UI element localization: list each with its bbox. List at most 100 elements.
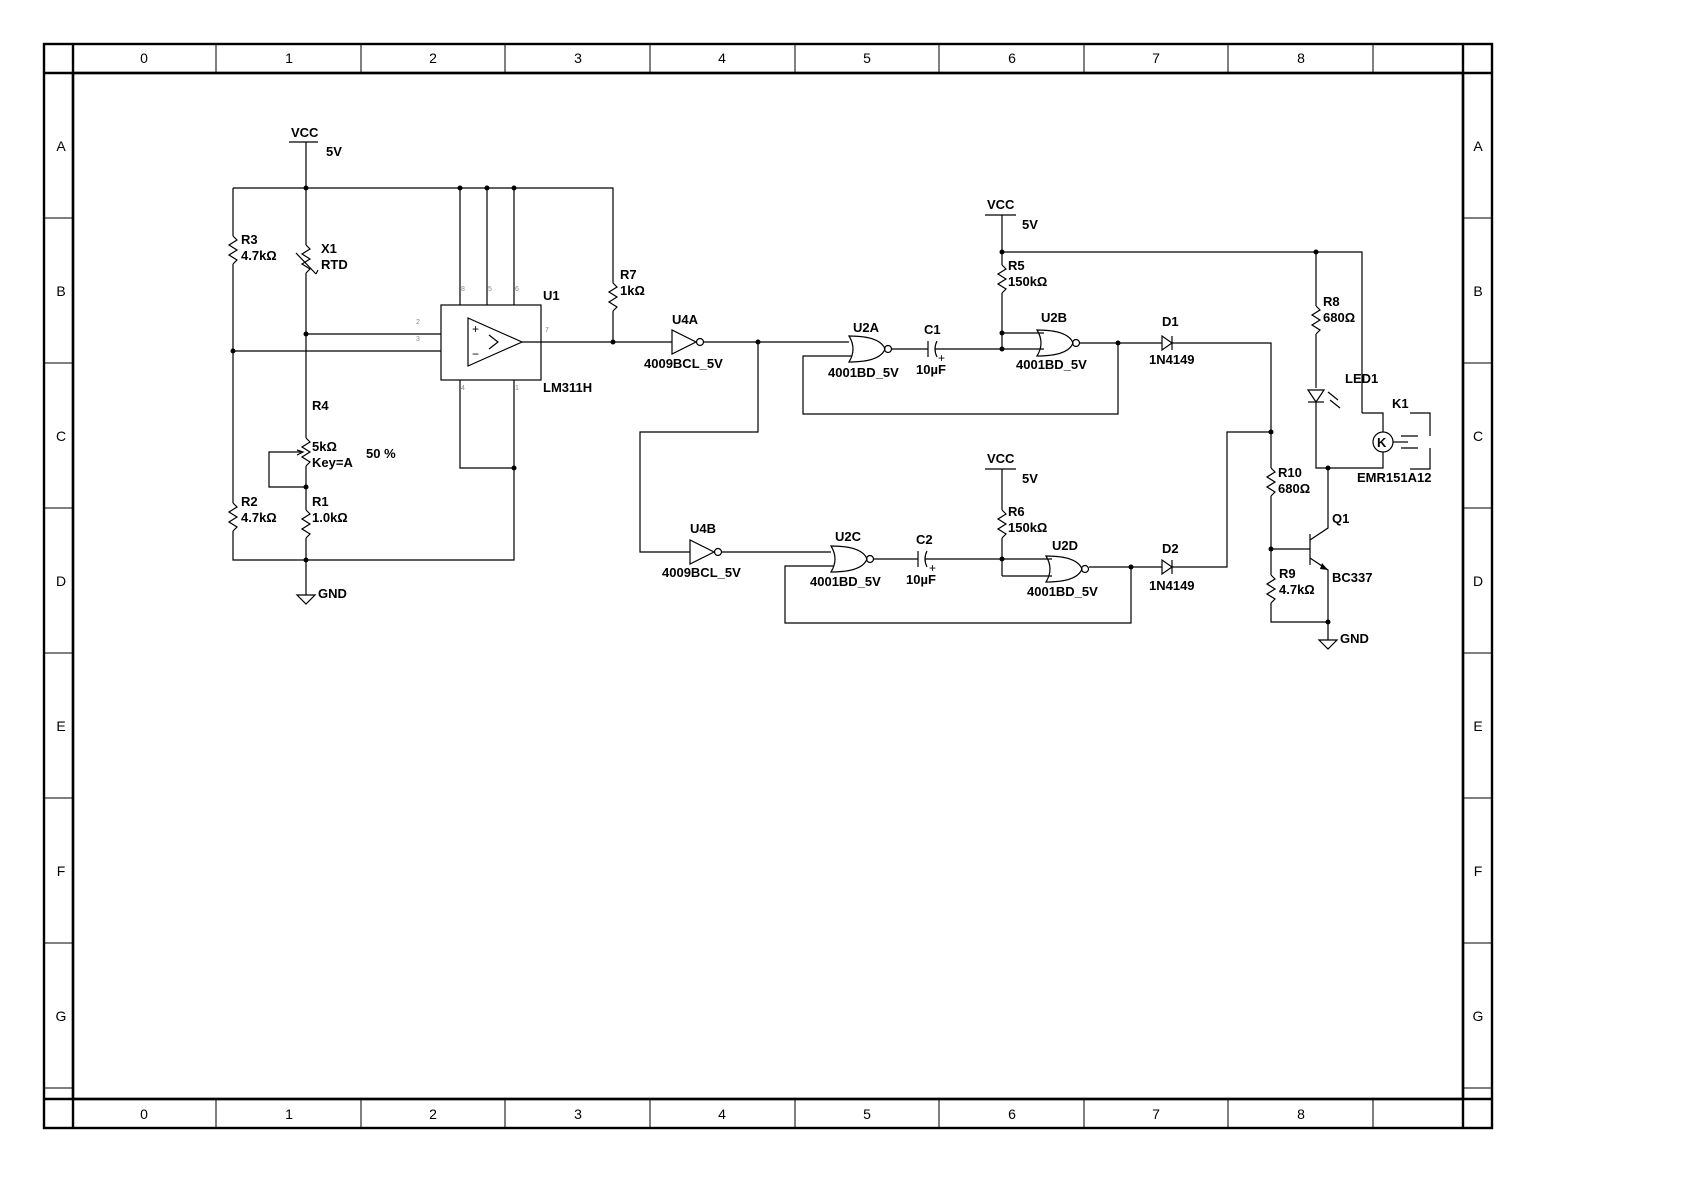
resistor-r2[interactable]: R2 4.7kΩ [227,494,277,532]
u1-pin: 5 [488,286,492,293]
u1-pin: 7 [545,327,549,334]
col-label: 4 [718,1106,726,1122]
diode-d2[interactable]: D2 1N4149 [1149,541,1195,593]
col-label: 6 [1008,50,1016,66]
u2b-ref: U2B [1041,310,1067,325]
row-label: C [56,428,66,444]
gnd1-symbol[interactable]: GND [295,586,347,605]
col-label: 0 [140,50,148,66]
k-letter: K [1377,435,1387,450]
wire-bottom-bus [232,468,515,561]
col-label: 5 [863,50,871,66]
u2c-ref: U2C [835,529,862,544]
r3-ref: R3 [241,232,258,247]
gnd2-symbol[interactable]: GND [1317,631,1369,650]
row-label: F [57,863,66,879]
col-label: 8 [1297,50,1305,66]
u1-pin: 3 [416,336,420,343]
wire [1315,402,1362,469]
capacitor-c2[interactable]: + C2 10µF [906,532,936,587]
r9-value: 4.7kΩ [1279,582,1315,597]
wire [459,380,515,469]
c1-ref: C1 [924,322,941,337]
q1-part: BC337 [1332,570,1372,585]
u2c-part: 4001BD_5V [810,574,881,589]
col-label: 3 [574,1106,582,1122]
u4a-part: 4009BCL_5V [644,356,723,371]
column-labels-top: 0 1 2 3 4 5 6 7 8 [140,50,1305,66]
c1-value: 10µF [916,362,946,377]
inverter-u4a[interactable]: U4A 4009BCL_5V [644,312,723,371]
u2b-part: 4001BD_5V [1016,357,1087,372]
col-label: 5 [863,1106,871,1122]
col-label: 1 [285,1106,293,1122]
u1-pin: 8 [461,286,465,293]
row-label: B [1473,283,1482,299]
led-led1[interactable]: LED1 [1306,371,1378,409]
row-label: B [56,283,65,299]
col-label: 7 [1152,50,1160,66]
vcc1-name: VCC [291,125,319,140]
r8-ref: R8 [1323,294,1340,309]
vcc1-value: 5V [326,144,342,159]
junction-dots [230,185,1331,625]
k1-part: EMR151A12 [1357,470,1431,485]
r7-value: 1kΩ [620,283,645,298]
comparator-u1[interactable]: + − 2 3 7 8 5 6 4 1 U1 LM311H [416,286,592,395]
u1-pin: 4 [461,385,465,392]
u2d-ref: U2D [1052,538,1078,553]
row-label: E [1473,718,1482,734]
vcc2-name: VCC [987,197,1015,212]
col-label: 2 [429,1106,437,1122]
u1-ref: U1 [543,288,560,303]
vcc3-name: VCC [987,451,1015,466]
r7-ref: R7 [620,267,637,282]
resistor-r1[interactable]: R1 1.0kΩ [300,494,348,539]
diode-d1[interactable]: D1 1N4149 [1149,314,1195,367]
r9-ref: R9 [1279,566,1296,581]
relay-k1[interactable]: K K1 EMR151A12 [1357,396,1431,485]
inverter-u4b[interactable]: U4B 4009BCL_5V [662,521,741,580]
vcc3-value: 5V [1022,471,1038,486]
wire-top-bus [233,187,614,283]
led1-ref: LED1 [1345,371,1378,386]
row-label: G [1473,1008,1484,1024]
nor-gate-u2a[interactable]: U2A 4001BD_5V [828,320,899,380]
r4-key: Key=A [312,455,353,470]
resistor-r6[interactable]: R6 150kΩ [996,504,1047,539]
resistor-r10[interactable]: R10 680Ω [1265,465,1310,497]
vcc3-symbol[interactable]: VCC 5V [985,451,1038,510]
r1-value: 1.0kΩ [312,510,348,525]
row-label: C [1473,428,1483,444]
transistor-q1[interactable]: Q1 BC337 [1309,468,1372,622]
resistor-r3[interactable]: R3 4.7kΩ [227,232,277,265]
potentiometer-r4[interactable]: R4 5kΩ Key=A 50 % [268,398,396,488]
vcc2-symbol[interactable]: VCC 5V [985,197,1038,265]
row-label: A [1473,138,1483,154]
wire-feedback-u2c [784,565,1132,624]
nor-gate-u2d[interactable]: U2D 4001BD_5V [1027,538,1098,599]
plus-sign: + [929,561,936,575]
resistor-r9[interactable]: R9 4.7kΩ [1265,566,1315,604]
r8-value: 680Ω [1323,310,1355,325]
vcc1-symbol[interactable]: VCC 5V [289,125,342,188]
d2-part: 1N4149 [1149,578,1195,593]
q1-ref: Q1 [1332,511,1349,526]
rtd-x1[interactable]: X1 RTD [295,241,348,275]
col-label: 7 [1152,1106,1160,1122]
row-labels-right: A B C D E F G [1473,138,1484,1024]
r6-value: 150kΩ [1008,520,1047,535]
r4-percent: 50 % [366,446,396,461]
x1-ref: X1 [321,241,337,256]
x1-value: RTD [321,257,348,272]
row-label: D [1473,573,1483,589]
u4b-ref: U4B [690,521,716,536]
vcc2-value: 5V [1022,217,1038,232]
nor-gate-u2b[interactable]: U2B 4001BD_5V [1016,310,1087,372]
resistor-r8[interactable]: R8 680Ω [1310,294,1355,335]
row-dividers [44,72,1492,1100]
r2-value: 4.7kΩ [241,510,277,525]
nor-gate-u2c[interactable]: U2C 4001BD_5V [810,529,881,589]
resistor-r5[interactable]: R5 150kΩ [996,258,1047,294]
resistor-r7[interactable]: R7 1kΩ [607,267,645,312]
